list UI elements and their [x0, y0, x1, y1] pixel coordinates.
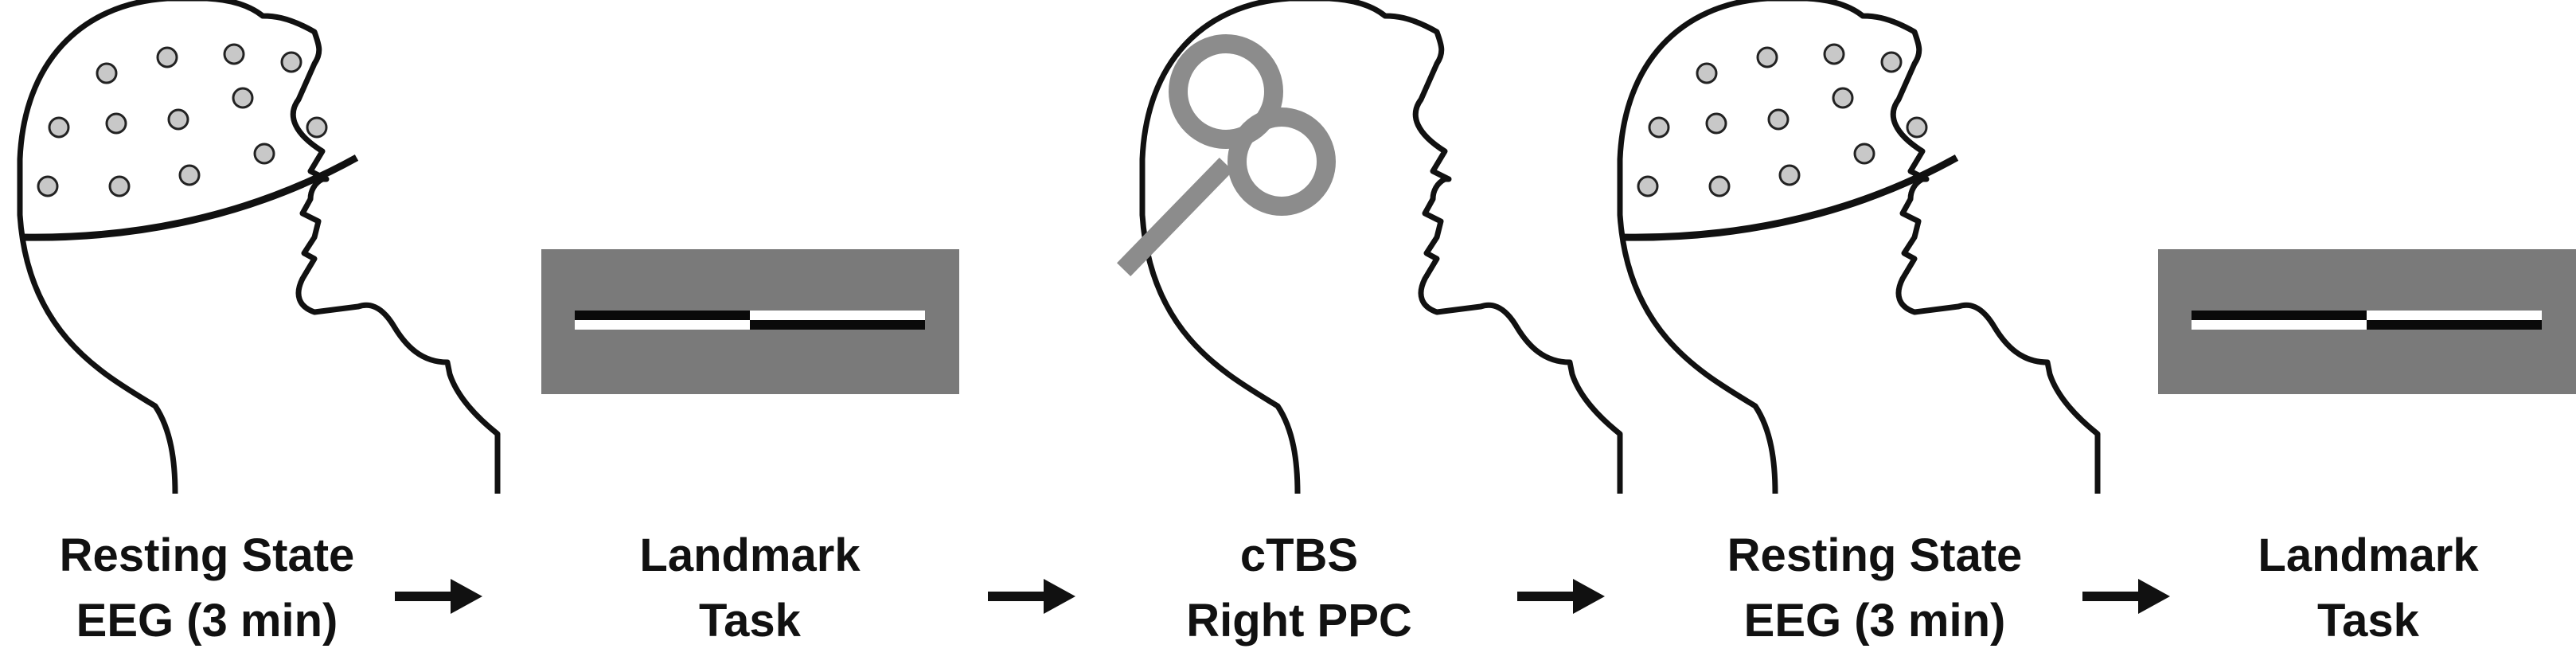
head-eeg-icon — [20, 0, 498, 494]
step-label-line2: Task — [2317, 595, 2419, 647]
step-label-line1: Resting State — [59, 529, 355, 581]
step-label-landmark-task: Landmark Task — [543, 523, 957, 654]
head-eeg-icon — [1620, 0, 2098, 494]
step-label-ctbs: cTBS Right PPC — [1092, 523, 1506, 654]
step-label-line2: EEG (3 min) — [1743, 595, 2006, 647]
arrow-right-icon — [395, 579, 482, 614]
tms-coil — [1117, 34, 1336, 276]
arrow-right-icon — [2082, 579, 2170, 614]
landmark-stimulus-icon — [541, 249, 959, 394]
head-coil-icon — [1117, 0, 1620, 494]
eeg-electrodes — [37, 43, 328, 197]
step-label-line2: Task — [699, 595, 801, 647]
arrow-right-icon — [1517, 579, 1605, 614]
step-label-line1: cTBS — [1239, 529, 1359, 581]
eeg-electrodes — [1637, 43, 1928, 197]
step-label-landmark-task-post: Landmark Task — [2161, 523, 2575, 654]
eeg-cap-line — [1622, 154, 1959, 241]
landmark-stimulus-icon — [2158, 249, 2576, 394]
eeg-cap-line — [21, 154, 359, 241]
step-label-line1: Resting State — [1727, 529, 2023, 581]
arrow-right-icon — [988, 579, 1075, 614]
step-label-line2: EEG (3 min) — [76, 595, 338, 647]
step-label-line1: Landmark — [2258, 529, 2479, 581]
step-label-resting-eeg: Resting State EEG (3 min) — [0, 523, 414, 654]
step-label-resting-eeg-post: Resting State EEG (3 min) — [1668, 523, 2082, 654]
step-label-line1: Landmark — [639, 529, 861, 581]
step-label-line2: Right PPC — [1186, 595, 1412, 647]
